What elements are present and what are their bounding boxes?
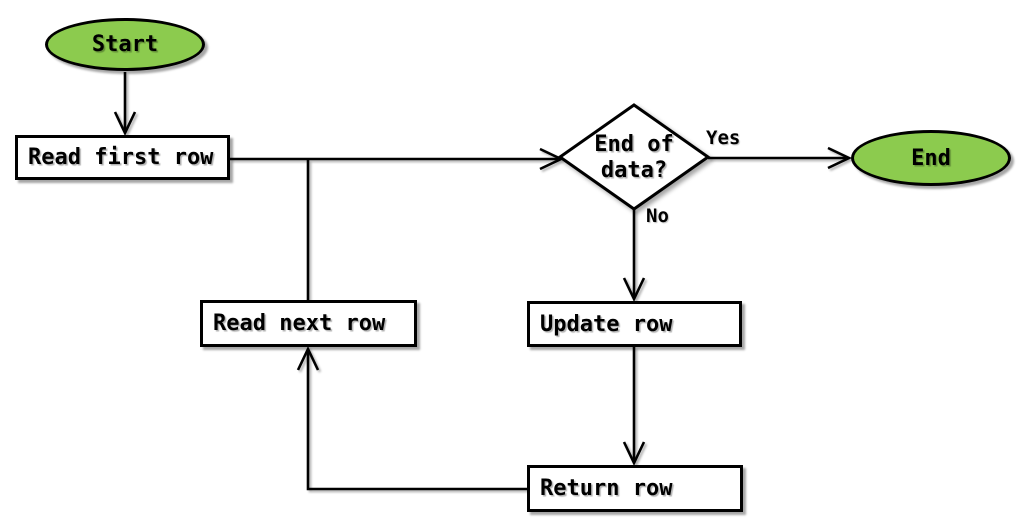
arrowhead-right-end bbox=[827, 146, 853, 170]
node-read-next-row: Read next row bbox=[200, 300, 417, 347]
arrowhead-down-readfirst bbox=[113, 111, 137, 137]
node-return-row-label: Return row bbox=[540, 476, 673, 501]
node-start-label: Start bbox=[91, 32, 159, 57]
edge-label-yes: Yes bbox=[706, 127, 741, 149]
arrowhead-down-update bbox=[622, 277, 646, 303]
node-end-of-data-label: End of data? bbox=[594, 132, 674, 183]
node-start: Start bbox=[45, 18, 205, 71]
node-end-label: End bbox=[911, 145, 951, 171]
node-update-row: Update row bbox=[527, 301, 742, 347]
node-read-next-row-label: Read next row bbox=[213, 311, 386, 336]
edge-return-readnext bbox=[306, 351, 527, 491]
node-end: End bbox=[851, 130, 1011, 186]
node-end-of-data-shape bbox=[557, 103, 711, 211]
node-return-row: Return row bbox=[527, 465, 743, 512]
arrowhead-up-readnext bbox=[296, 345, 320, 371]
node-update-row-label: Update row bbox=[540, 311, 673, 337]
node-read-first-row-label: Read first row bbox=[28, 145, 214, 170]
arrowhead-down-return bbox=[622, 441, 646, 467]
node-read-first-row: Read first row bbox=[15, 135, 230, 180]
edge-label-no: No bbox=[646, 205, 669, 227]
